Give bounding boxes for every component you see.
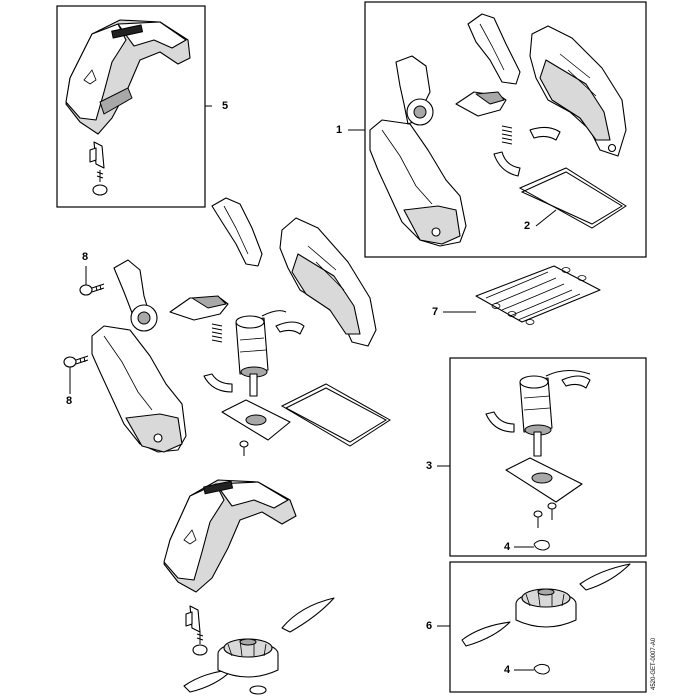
callout-8-upper: 8: [82, 251, 89, 263]
handle-cover-center: [211, 197, 263, 267]
wire-bow-2: [518, 167, 627, 229]
switch-lever-1: [395, 55, 434, 126]
screw-center-lower: [192, 632, 208, 656]
guard-assembly-5: [65, 19, 191, 135]
blade-set-7: [475, 265, 601, 325]
housing-half-center: [91, 325, 187, 453]
small-screw-center: [239, 440, 249, 456]
blades-6: [461, 563, 631, 647]
motor-plate-3: [505, 457, 583, 503]
spool-center: [217, 638, 279, 678]
bracket-5: [89, 141, 105, 169]
clamp-rings-1: [493, 126, 561, 177]
drawing-code: 4520-GET-0007-A0: [651, 637, 657, 690]
screw-5: [92, 170, 108, 196]
guard-center: [163, 479, 297, 593]
callout-1: 1: [336, 124, 343, 136]
handle-cover-1: [467, 13, 521, 85]
bracket-center: [185, 605, 201, 633]
callout-5: 5: [222, 100, 229, 112]
washer-center: [249, 685, 267, 695]
switch-pad-center: [169, 295, 229, 321]
switch-pad-1: [455, 91, 507, 117]
callout-4-upper: 4: [504, 541, 511, 553]
motor-3: [519, 370, 591, 457]
leader-lines: [69, 105, 557, 671]
switch-lever-center: [113, 259, 158, 332]
housing-half-1: [369, 119, 467, 247]
housing-half-right-1: [529, 25, 627, 157]
spool-6: [515, 588, 577, 628]
housing-right-center: [279, 217, 377, 347]
callout-8-lower: 8: [66, 395, 73, 407]
circlip-4-lower: [533, 663, 550, 675]
spring-1: [501, 125, 513, 145]
callout-4-lower: 4: [504, 664, 511, 676]
group-3-frame: [449, 357, 647, 557]
wire-bow-center: [280, 383, 391, 447]
callout-7: 7: [432, 306, 439, 318]
screw-8-upper: [79, 283, 105, 296]
circlip-4-upper: [533, 539, 550, 551]
callout-3: 3: [426, 460, 433, 472]
group-6-frame: [449, 561, 647, 693]
screw-8-lower: [63, 355, 89, 368]
clamp-rings-3: [485, 375, 591, 433]
screws-3: [533, 502, 557, 528]
spring-center: [211, 323, 223, 343]
motor-center: [235, 310, 287, 397]
callout-6: 6: [426, 620, 433, 632]
motor-plate-center: [221, 399, 291, 441]
callout-2: 2: [524, 220, 531, 232]
clamp-rings-center: [203, 321, 305, 393]
